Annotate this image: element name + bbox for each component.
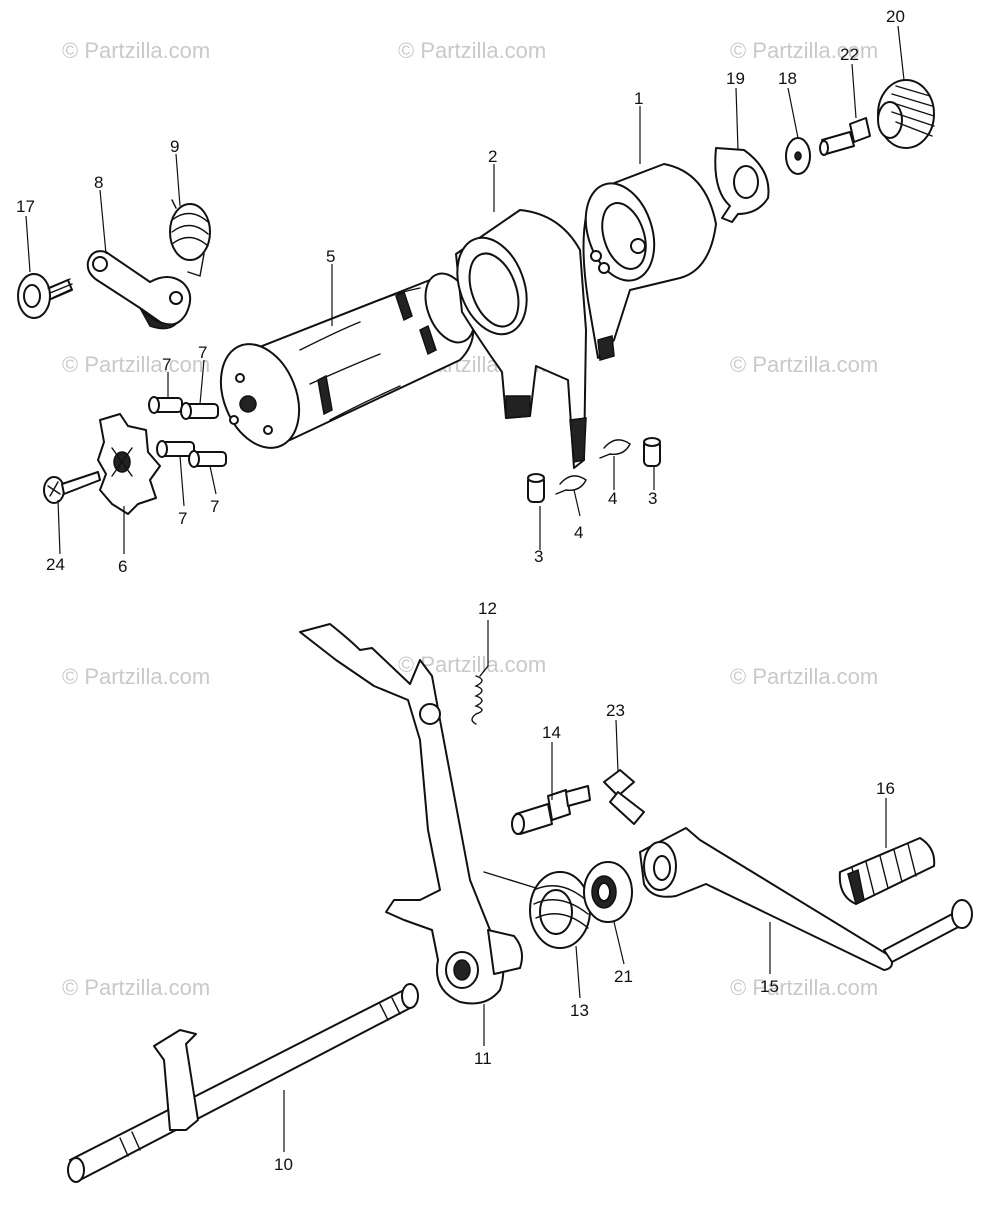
callout-10: 10 (274, 1155, 293, 1174)
watermark-text: © Partzilla.com (62, 38, 210, 63)
part-21-oil-seal (583, 861, 633, 923)
part-6-star-plate (97, 413, 161, 515)
part-3-pins (527, 437, 661, 503)
part-20-cap (877, 79, 935, 149)
callout-7: 7 (210, 497, 219, 516)
callout-11: 11 (474, 1049, 492, 1068)
callout-9: 9 (170, 137, 179, 156)
leader-lines (25, 25, 905, 1152)
part-24-screw (43, 471, 101, 504)
callout-7: 7 (198, 343, 207, 362)
part-11-shift-arm (299, 623, 523, 1005)
part-12-spring (471, 665, 489, 725)
part-15-shift-pedal (639, 827, 973, 971)
callout-12: 12 (478, 599, 497, 618)
watermark-text: © Partzilla.com (398, 38, 546, 63)
callout-23: 23 (606, 701, 625, 720)
part-7-pins (148, 396, 227, 468)
part-19-lock-plate (714, 147, 770, 223)
watermark-text: © Partzilla.com (730, 975, 878, 1000)
part-4-clips (555, 439, 631, 495)
watermark-text: © Partzilla.com (730, 352, 878, 377)
callout-1: 1 (634, 89, 643, 108)
callout-7: 7 (178, 509, 187, 528)
part-1-shift-fork (582, 163, 717, 361)
part-5-shift-drum (219, 272, 476, 449)
callout-21: 21 (614, 967, 633, 986)
callout-18: 18 (778, 69, 797, 88)
callout-labels: 1 2 3 3 4 4 5 6 7 7 7 7 8 9 10 11 12 13 … (16, 7, 905, 1174)
part-18-washer (785, 137, 811, 175)
part-2-shift-fork (455, 209, 587, 469)
callout-13: 13 (570, 1001, 589, 1020)
callout-4: 4 (574, 523, 583, 542)
part-23-bolt (603, 769, 645, 825)
part-22-bolt (819, 117, 871, 156)
watermark-text: © Partzilla.com (62, 352, 210, 377)
part-16-pedal-rubber (838, 837, 936, 906)
callout-5: 5 (326, 247, 335, 266)
watermark-text: © Partzilla.com (62, 664, 210, 689)
callout-22: 22 (840, 45, 859, 64)
callout-16: 16 (876, 779, 895, 798)
callout-8: 8 (94, 173, 103, 192)
part-9-spring (169, 199, 211, 277)
part-17-bolt (17, 273, 73, 319)
callout-2: 2 (488, 147, 497, 166)
callout-6: 6 (118, 557, 127, 576)
watermark-text: © Partzilla.com (730, 664, 878, 689)
part-8-stopper-arm (86, 250, 192, 330)
callout-3: 3 (648, 489, 657, 508)
watermark-text: © Partzilla.com (730, 38, 878, 63)
callout-7: 7 (162, 355, 171, 374)
callout-4: 4 (608, 489, 617, 508)
callout-14: 14 (542, 723, 561, 742)
watermark-text: © Partzilla.com (62, 975, 210, 1000)
callout-17: 17 (16, 197, 35, 216)
part-14-pivot-bolt (511, 785, 591, 835)
callout-19: 19 (726, 69, 745, 88)
callout-20: 20 (886, 7, 905, 26)
part-10-gearshift-spindle (67, 983, 419, 1183)
callout-15: 15 (760, 977, 779, 996)
callout-24: 24 (46, 555, 65, 574)
callout-3: 3 (534, 547, 543, 566)
